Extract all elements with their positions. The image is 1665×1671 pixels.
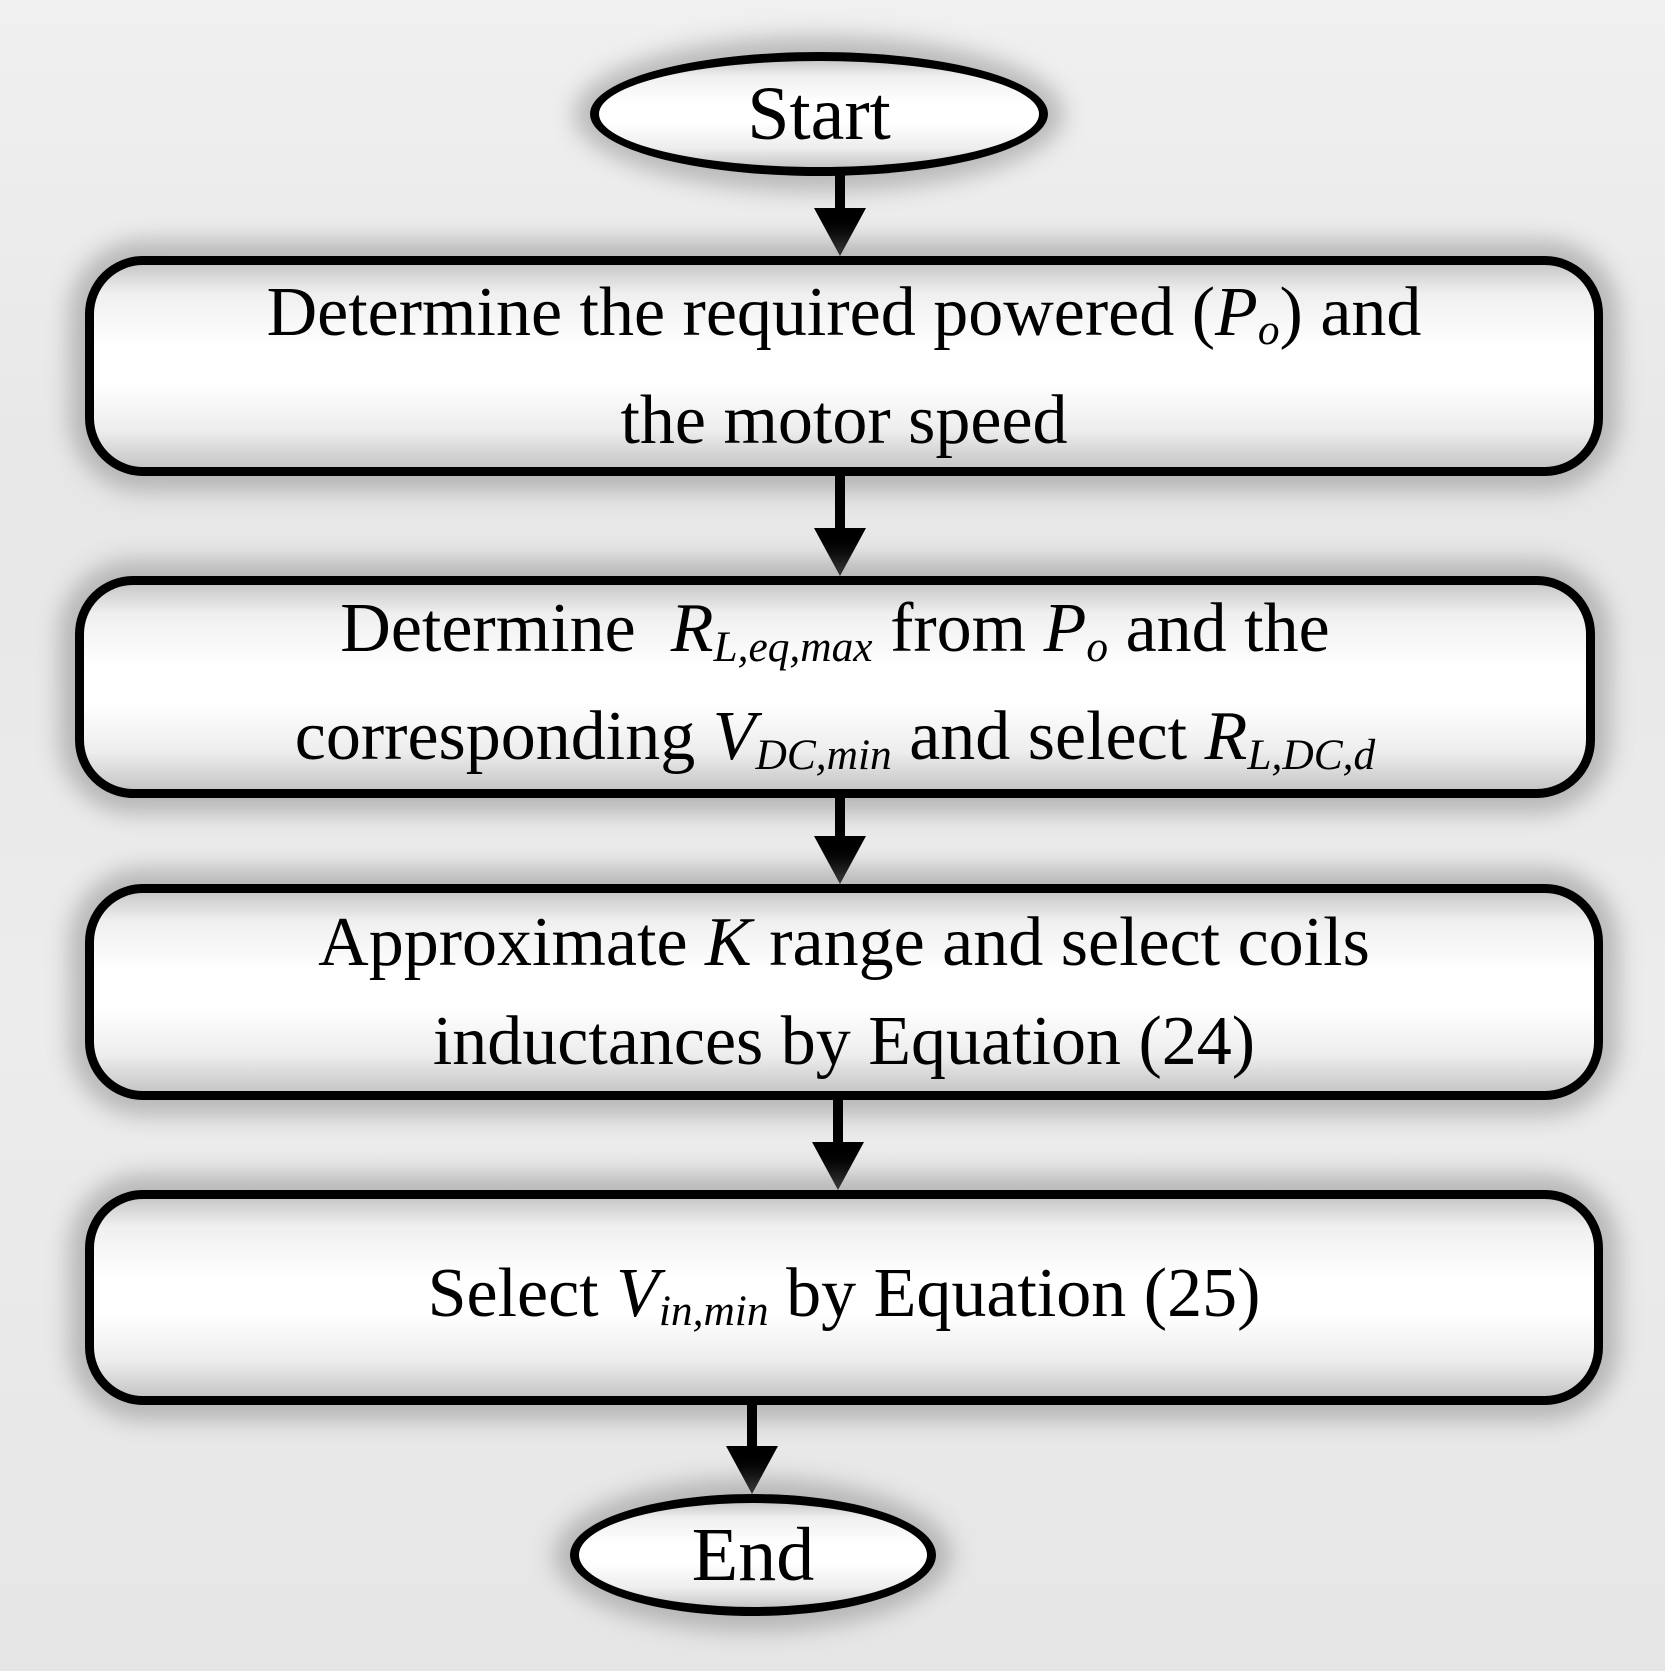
arrow-down-icon	[726, 1446, 778, 1494]
arrow-approximate-k-to-select-vin	[812, 1098, 864, 1190]
node-start-terminator: Start	[590, 52, 1048, 176]
arrow-determine-power-to-determine-rl	[814, 476, 866, 576]
arrow-start-to-determine-power	[814, 172, 866, 256]
node-select-vin: Select Vin,min by Equation (25)	[85, 1190, 1603, 1405]
process-text-line: Select Vin,min by Equation (25)	[427, 1254, 1261, 1336]
arrow-down-icon	[814, 208, 866, 256]
end-label: End	[691, 1512, 815, 1597]
arrow-shaft	[747, 1402, 757, 1446]
arrow-select-vin-to-end	[726, 1402, 778, 1494]
process-text-line: the motor speed	[620, 381, 1068, 459]
arrow-down-icon	[812, 1142, 864, 1190]
process-text-line: Approximate K range and select coils	[318, 904, 1370, 981]
node-end-terminator: End	[570, 1494, 936, 1616]
arrow-down-icon	[814, 836, 866, 884]
arrow-shaft	[835, 476, 845, 528]
node-approximate-k: Approximate K range and select coils ind…	[85, 884, 1603, 1100]
process-text-line: Determine RL,eq,max from Po and the	[340, 590, 1330, 671]
arrow-shaft	[835, 172, 845, 208]
process-text-line: corresponding VDC,min and select RL,DC,d	[294, 698, 1376, 779]
arrow-shaft	[833, 1098, 843, 1142]
start-label: Start	[747, 71, 891, 156]
process-text-line: inductances by Equation (24)	[432, 1003, 1256, 1080]
arrow-down-icon	[814, 528, 866, 576]
node-determine-power: Determine the required powered (Po) and …	[85, 256, 1603, 476]
process-text-line: Determine the required powered (Po) and	[266, 273, 1422, 355]
node-determine-rl: Determine RL,eq,max from Po and the corr…	[75, 576, 1595, 798]
arrow-determine-rl-to-approximate-k	[814, 796, 866, 884]
arrow-shaft	[835, 796, 845, 836]
